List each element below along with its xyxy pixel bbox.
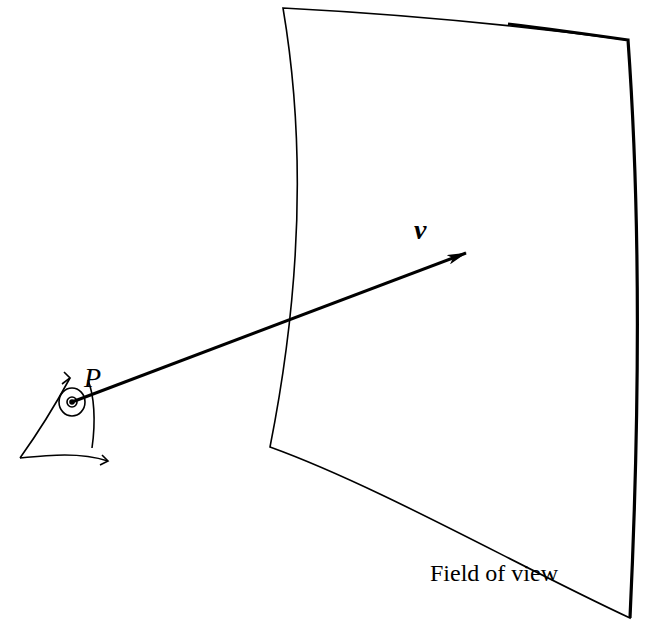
field-outline — [508, 24, 637, 618]
point-label: P — [84, 362, 101, 394]
field-region: Field of view — [268, 6, 644, 624]
view-vector — [72, 253, 466, 402]
field-outline — [270, 8, 637, 618]
vector-label: v — [414, 214, 426, 246]
region-label: Field of view — [424, 560, 564, 588]
field-outline — [268, 6, 644, 624]
